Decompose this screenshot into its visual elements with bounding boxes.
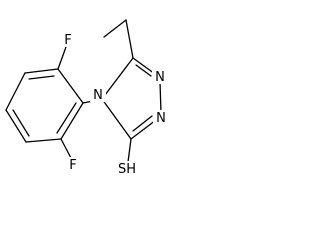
atom-n4-label: N — [93, 88, 103, 103]
bond-ar6-ar1-inner — [56, 102, 77, 134]
bond-c3-n4 — [101, 98, 132, 140]
bond-ar3-ar4 — [5, 72, 26, 111]
bond-ethyl-ch3 — [103, 19, 127, 38]
structure-diagram: N N N F F SH — [5, 19, 169, 177]
bond-ethyl-ch2 — [125, 19, 134, 59]
atom-n1-label: N — [155, 70, 165, 85]
atom-n1: N — [152, 69, 168, 85]
atom-n2-label: N — [156, 111, 166, 126]
bond-c5-n1 — [132, 57, 156, 75]
fluorine-top-label: F — [64, 33, 71, 48]
difluorophenyl-ring — [5, 68, 84, 143]
thiol-label: SH — [118, 162, 136, 177]
atom-f-top: F — [61, 32, 75, 48]
bond-ar6-f — [60, 138, 73, 161]
bond-ar2-ar3 — [24, 68, 59, 74]
bond-ar1-ar2 — [57, 68, 84, 104]
fluorine-bottom-label: F — [69, 158, 76, 173]
bond-n2-c3-double — [132, 115, 153, 132]
bond-c5-n4 — [101, 57, 134, 100]
atom-sh: SH — [114, 161, 140, 177]
atom-f-bottom: F — [66, 157, 80, 173]
bond-ar2-f — [57, 46, 67, 70]
bond-ar5-ar6 — [25, 138, 62, 143]
bond-n1-n2 — [159, 81, 162, 114]
atom-n2: N — [153, 110, 169, 126]
atom-n4: N — [90, 87, 106, 103]
triazole-ring — [101, 57, 162, 140]
bond-ar2-ar3-inner — [28, 75, 55, 80]
ethyl-group — [103, 19, 134, 59]
bond-ar6-ar1 — [60, 102, 84, 140]
bond-c3-sh — [127, 138, 132, 163]
bond-c5-n1-double — [135, 64, 152, 77]
bond-n2-c3 — [130, 119, 157, 140]
bond-ar4-ar5-inner — [12, 109, 30, 137]
bond-ar4-ar5 — [5, 109, 27, 143]
